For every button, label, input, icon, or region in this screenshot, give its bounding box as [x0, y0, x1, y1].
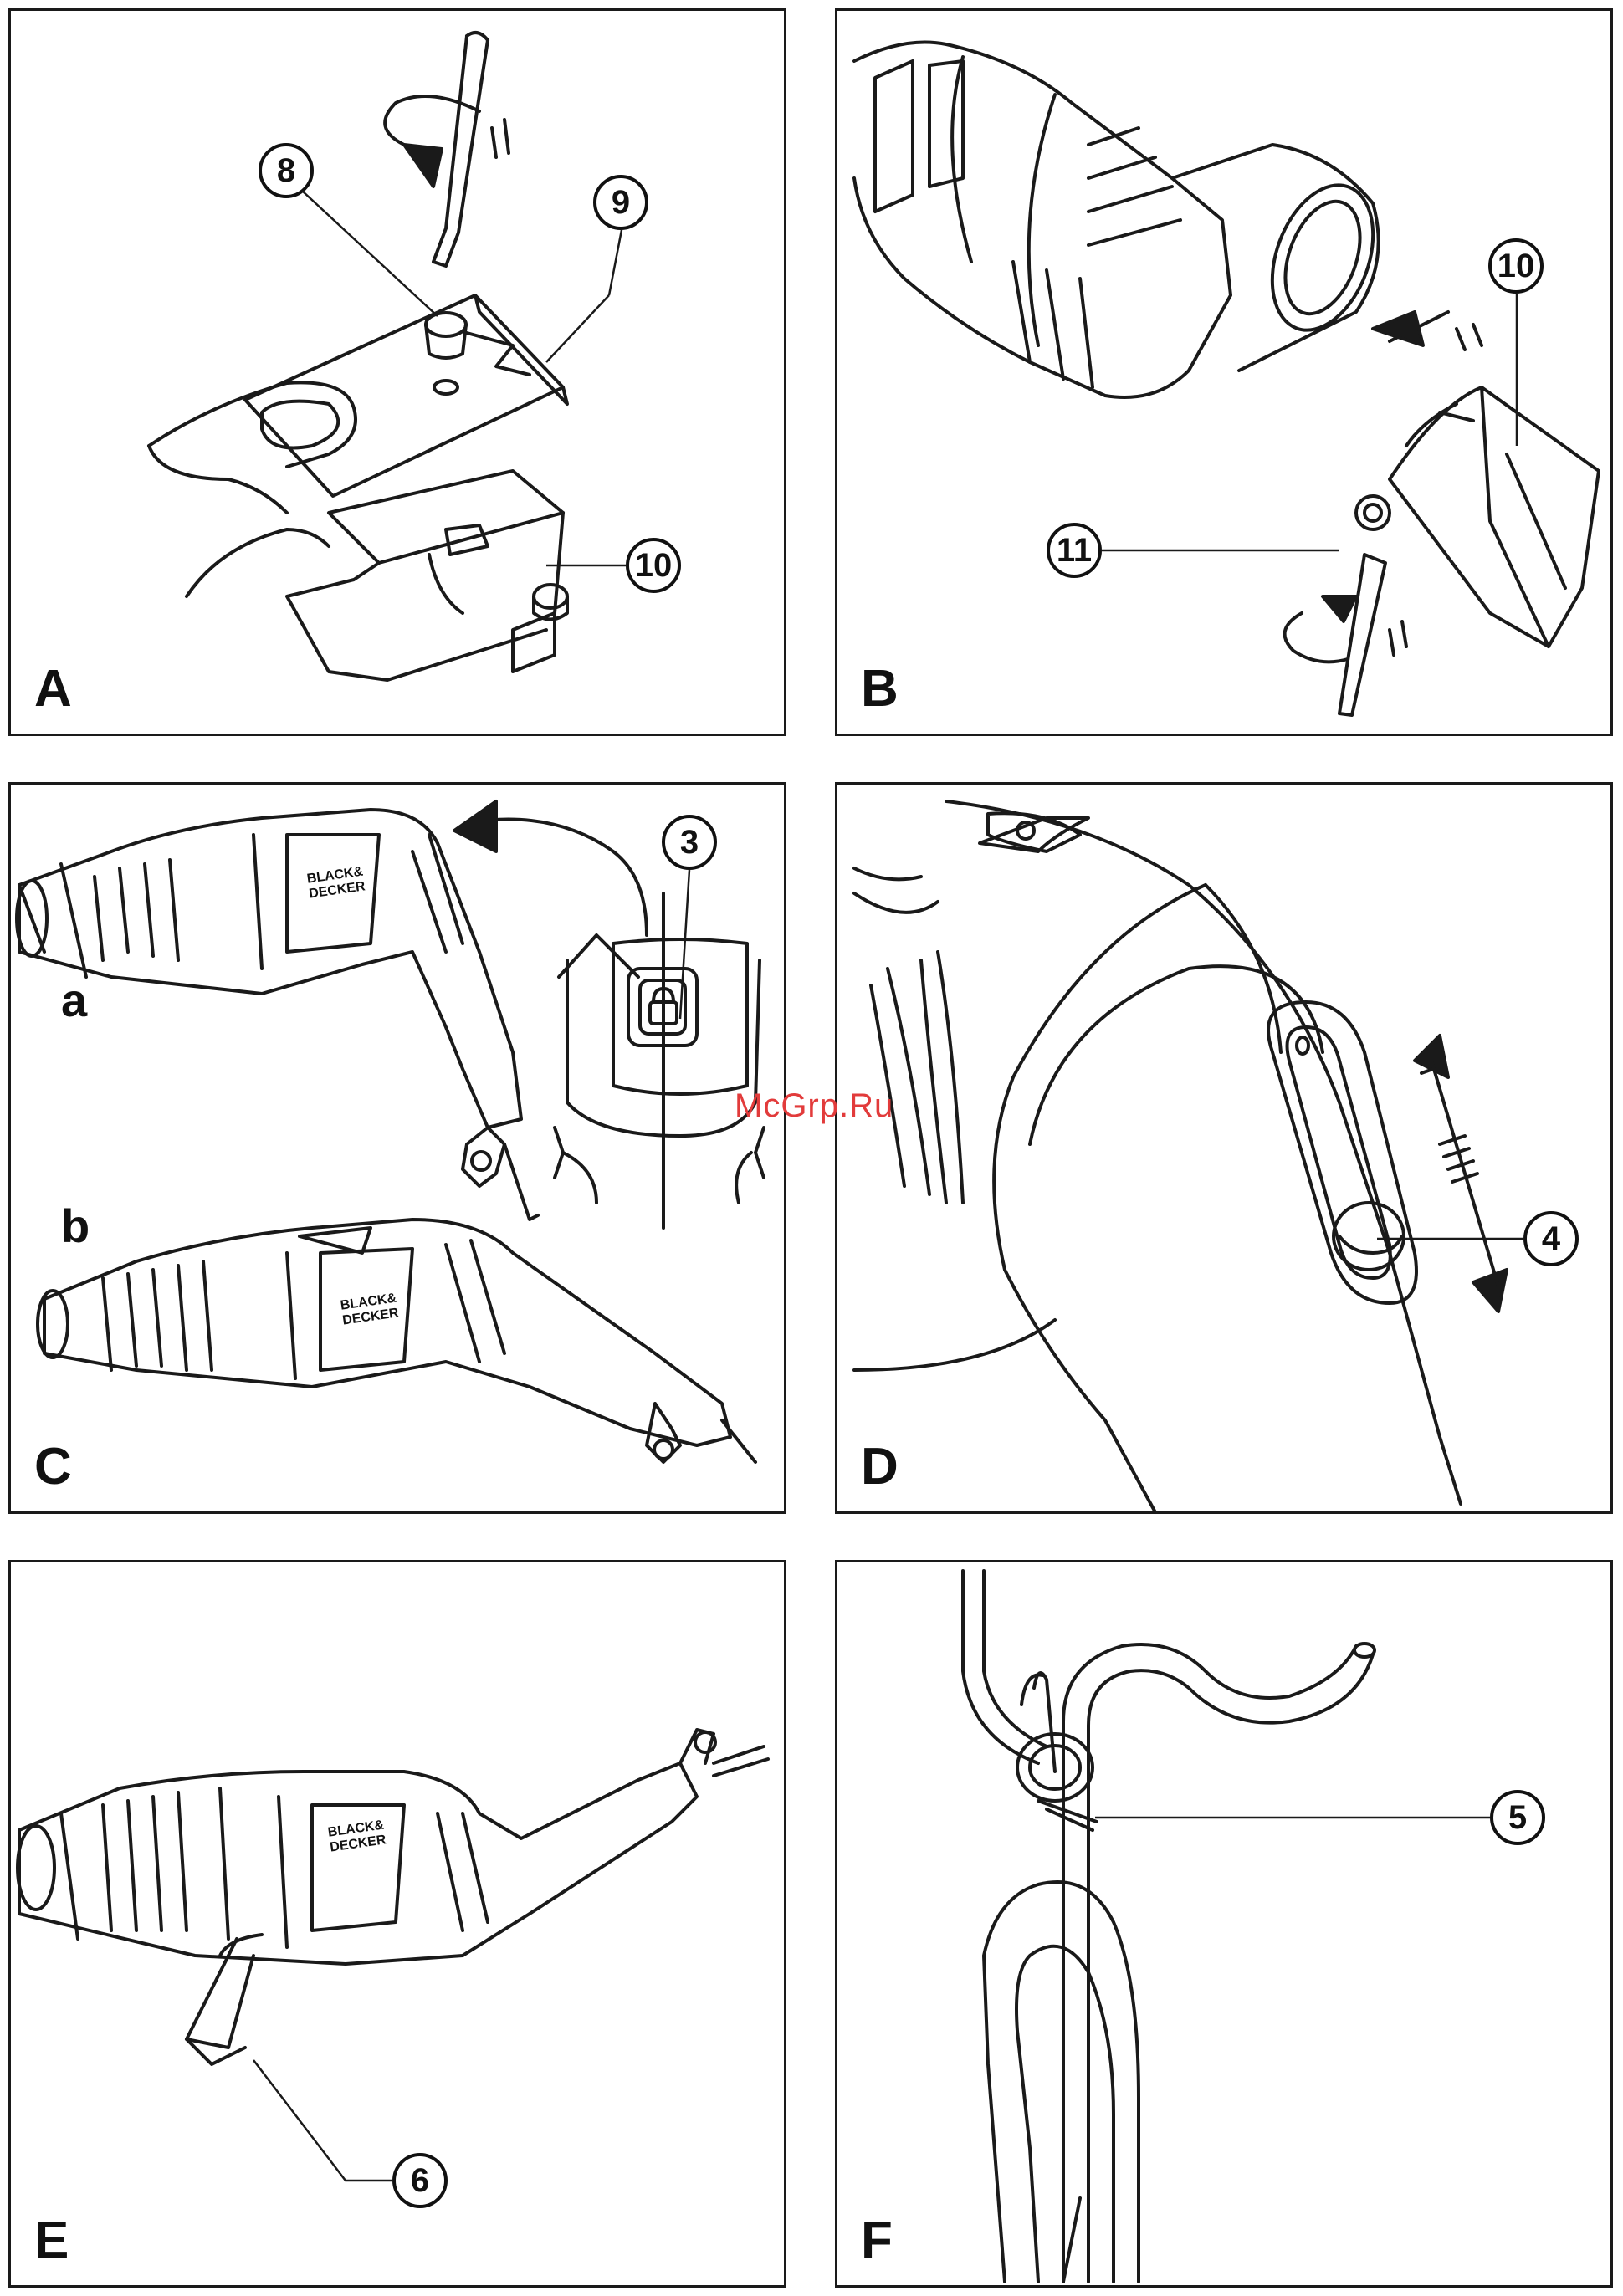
panel-a: 8 9 10 A [8, 8, 786, 736]
panel-e: BLACK& DECKER 6 E [8, 1560, 786, 2288]
panel-letter-c: C [34, 1441, 72, 1493]
leader-lines-e [11, 1562, 789, 2290]
leader-lines-a [11, 11, 789, 739]
leader-lines-c [11, 785, 789, 1516]
sub-label-b: b [61, 1203, 90, 1250]
leader-lines-d [837, 785, 1615, 1516]
panel-letter-f: F [861, 2215, 893, 2267]
panel-letter-a: A [34, 663, 72, 715]
watermark: McGrp.Ru [735, 1087, 893, 1125]
panel-b: 10 11 B [835, 8, 1613, 736]
panel-f: 5 F [835, 1560, 1613, 2288]
leader-lines-f [837, 1562, 1615, 2290]
panel-c: BLACK& DECKER BLACK& DECKER 3 a b C [8, 782, 786, 1514]
panel-letter-b: B [861, 663, 899, 715]
sub-label-a: a [61, 977, 87, 1024]
panel-d: 4 D [835, 782, 1613, 1514]
panel-letter-d: D [861, 1441, 899, 1493]
leader-lines-b [837, 11, 1615, 739]
panel-letter-e: E [34, 2215, 69, 2267]
